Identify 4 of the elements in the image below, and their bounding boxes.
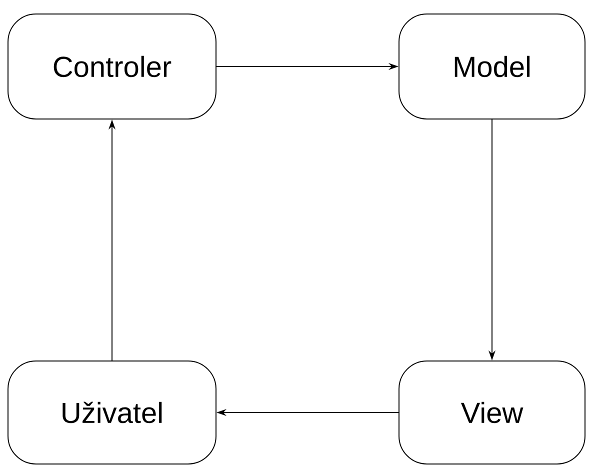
process-box: Controler xyxy=(8,14,216,120)
process-box: View xyxy=(398,360,586,464)
process-box: Model xyxy=(398,14,586,120)
process-box: Uživatel xyxy=(8,360,216,464)
